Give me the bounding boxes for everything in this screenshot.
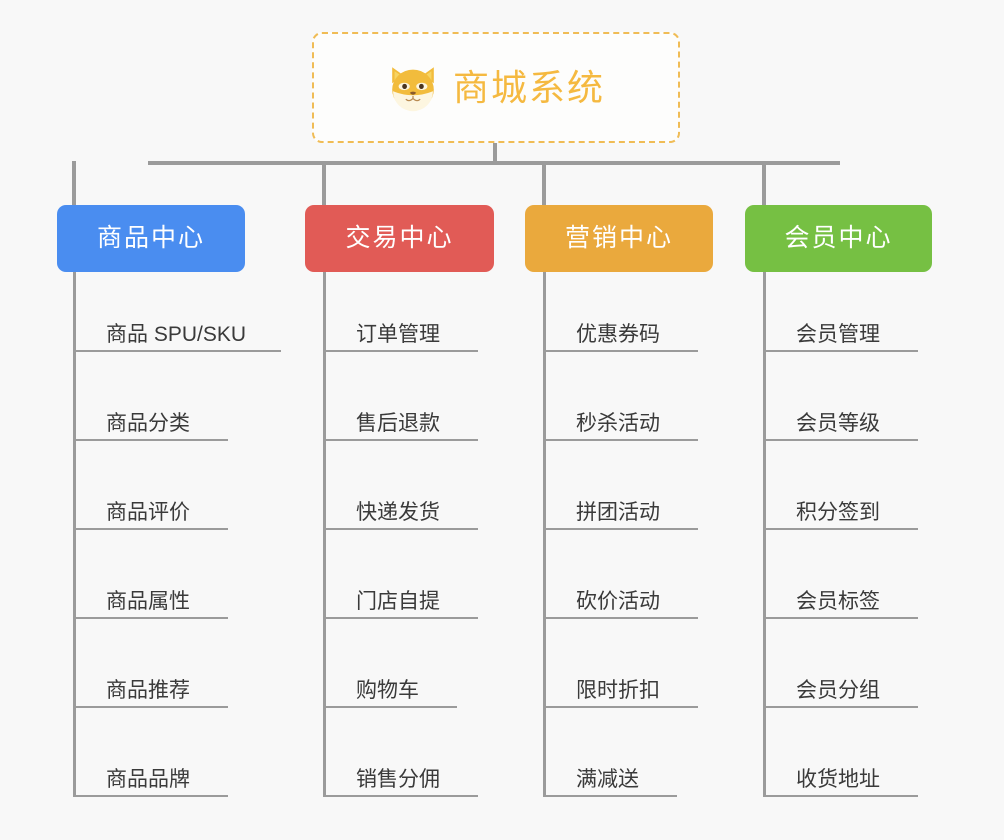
connector-horizontal-spine xyxy=(148,161,840,165)
leaf-underline xyxy=(76,617,228,619)
category-label-trade-center: 交易中心 xyxy=(345,224,454,252)
category-label-member-center: 会员中心 xyxy=(784,224,893,252)
leaf-label: 限时折扣 xyxy=(576,679,660,702)
leaf-underline xyxy=(326,439,478,441)
leaf-underline xyxy=(766,706,918,708)
leaf-spine-member-center xyxy=(763,272,766,797)
connector-root-stem xyxy=(493,143,497,165)
leaf-label: 积分签到 xyxy=(796,501,880,524)
leaf-label: 会员管理 xyxy=(796,323,880,346)
leaf-label: 商品分类 xyxy=(106,412,190,435)
leaf-label: 秒杀活动 xyxy=(576,412,660,435)
category-box-trade-center[interactable]: 交易中心 xyxy=(305,205,494,272)
leaf-underline xyxy=(546,617,698,619)
leaf-underline xyxy=(766,617,918,619)
leaf-label: 购物车 xyxy=(356,679,419,702)
leaf-label: 会员等级 xyxy=(796,412,880,435)
category-box-member-center[interactable]: 会员中心 xyxy=(745,205,932,272)
leaf-label: 售后退款 xyxy=(356,412,440,435)
leaf-label: 商品品牌 xyxy=(106,768,190,791)
leaf-underline xyxy=(326,706,457,708)
leaf-label: 商品评价 xyxy=(106,501,190,524)
leaf-underline xyxy=(546,795,677,797)
leaf-spine-trade-center xyxy=(323,272,326,797)
leaf-underline xyxy=(76,706,228,708)
leaf-label: 会员分组 xyxy=(796,679,880,702)
leaf-label: 销售分佣 xyxy=(356,768,440,791)
leaf-underline xyxy=(546,439,698,441)
connector-drop-member-center xyxy=(762,161,766,207)
leaf-spine-product-center xyxy=(73,272,76,797)
leaf-underline xyxy=(76,528,228,530)
leaf-label: 商品属性 xyxy=(106,590,190,613)
leaf-spine-marketing-center xyxy=(543,272,546,797)
leaf-underline xyxy=(546,350,698,352)
leaf-label: 订单管理 xyxy=(356,323,440,346)
leaf-label: 收货地址 xyxy=(796,768,880,791)
leaf-label: 会员标签 xyxy=(796,590,880,613)
leaf-underline xyxy=(326,795,478,797)
category-label-marketing-center: 营销中心 xyxy=(564,224,673,252)
leaf-underline xyxy=(326,617,478,619)
connector-drop-product-center xyxy=(72,161,76,207)
category-label-product-center: 商品中心 xyxy=(96,224,205,252)
leaf-label: 快递发货 xyxy=(356,501,440,524)
leaf-underline xyxy=(326,350,478,352)
root-title: 商城系统 xyxy=(452,66,605,108)
leaf-label: 优惠券码 xyxy=(576,323,660,346)
leaf-underline xyxy=(326,528,478,530)
connector-drop-marketing-center xyxy=(542,161,546,207)
leaf-label: 砍价活动 xyxy=(576,590,660,613)
leaf-underline xyxy=(546,528,698,530)
shiba-dog-face-icon xyxy=(392,66,434,111)
leaf-underline xyxy=(766,795,918,797)
leaf-underline xyxy=(76,439,228,441)
leaf-label: 商品推荐 xyxy=(106,679,190,702)
leaf-underline xyxy=(76,795,228,797)
leaf-label: 满减送 xyxy=(576,768,639,791)
root-node[interactable]: 商城系统 xyxy=(312,32,680,143)
leaf-label: 门店自提 xyxy=(356,590,440,613)
leaf-label: 拼团活动 xyxy=(576,501,660,524)
leaf-underline xyxy=(546,706,698,708)
connector-drop-trade-center xyxy=(322,161,326,207)
category-box-marketing-center[interactable]: 营销中心 xyxy=(525,205,713,272)
category-box-product-center[interactable]: 商品中心 xyxy=(57,205,245,272)
leaf-label: 商品 SPU/SKU xyxy=(106,323,247,346)
leaf-underline xyxy=(76,350,281,352)
leaf-underline xyxy=(766,439,918,441)
leaf-underline xyxy=(766,350,918,352)
leaf-underline xyxy=(766,528,918,530)
